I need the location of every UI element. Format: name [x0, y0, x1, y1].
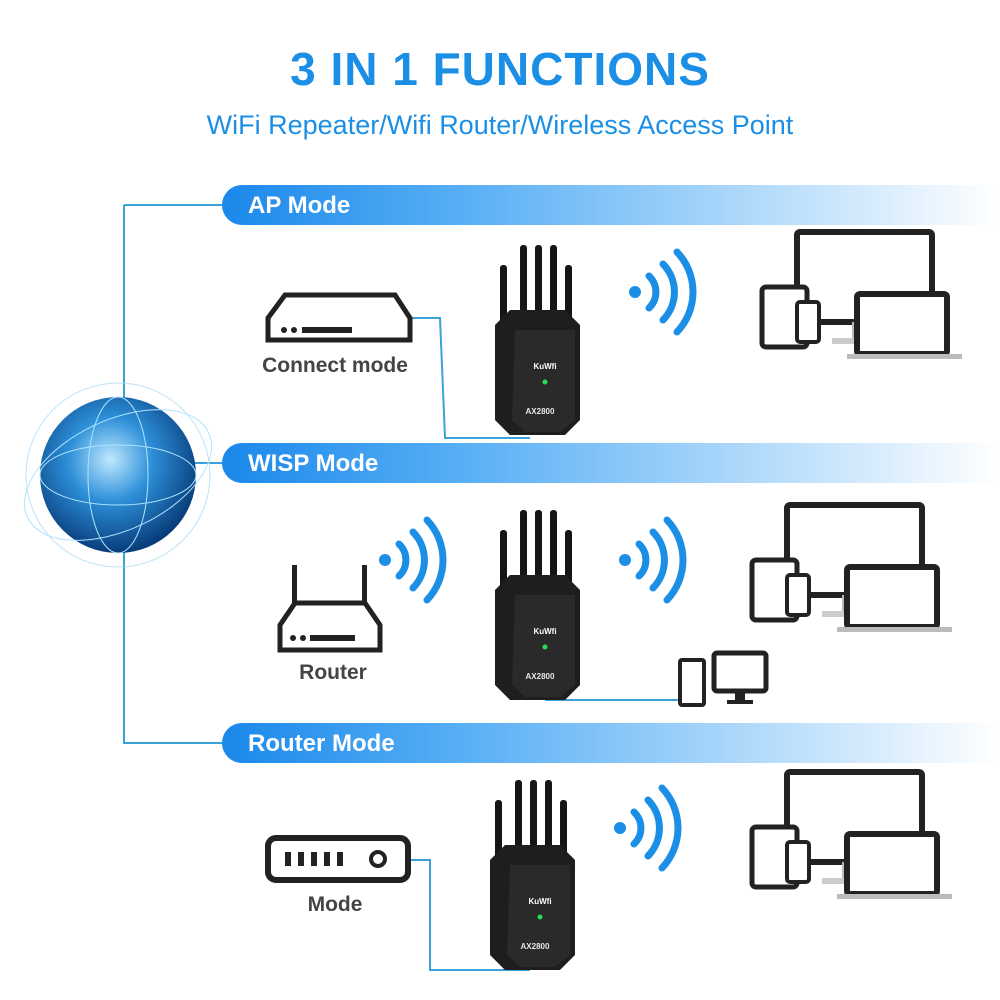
multi-device-icon — [752, 772, 952, 899]
source-label-ap: Connect mode — [262, 354, 408, 377]
globe-icon — [23, 382, 213, 568]
wifi-signal-icon — [629, 252, 693, 332]
mode-label: WISP Mode — [248, 450, 379, 477]
page-subtitle: WiFi Repeater/Wifi Router/Wireless Acces… — [206, 110, 794, 140]
device-model: AX2800 — [526, 407, 555, 416]
device-brand: KuWfi — [528, 897, 551, 906]
modem-icon — [265, 835, 411, 883]
page-title: 3 IN 1 FUNCTIONS — [290, 43, 710, 95]
device-model: AX2800 — [526, 672, 555, 681]
desktop-pc-icon — [678, 650, 769, 707]
wifi-signal-icon — [379, 520, 443, 600]
mode-banner-ap: AP Mode — [222, 185, 1000, 225]
mode-label: Router Mode — [248, 730, 395, 757]
device-model: AX2800 — [521, 942, 550, 951]
device-brand: KuWfi — [533, 362, 556, 371]
mode-banner-router: Router Mode — [222, 723, 1000, 763]
router-icon — [277, 565, 383, 653]
wifi-signal-icon — [619, 520, 683, 600]
source-label-wisp: Router — [299, 661, 367, 684]
modem-icon — [265, 292, 413, 343]
mode-banner-wisp: WISP Mode — [222, 443, 1000, 483]
source-label-router: Mode — [307, 893, 363, 916]
mode-label: AP Mode — [248, 192, 351, 219]
device-brand: KuWfi — [533, 627, 556, 636]
multi-device-icon — [762, 232, 962, 359]
wifi-signal-icon — [614, 788, 678, 868]
multi-device-icon — [752, 505, 952, 632]
